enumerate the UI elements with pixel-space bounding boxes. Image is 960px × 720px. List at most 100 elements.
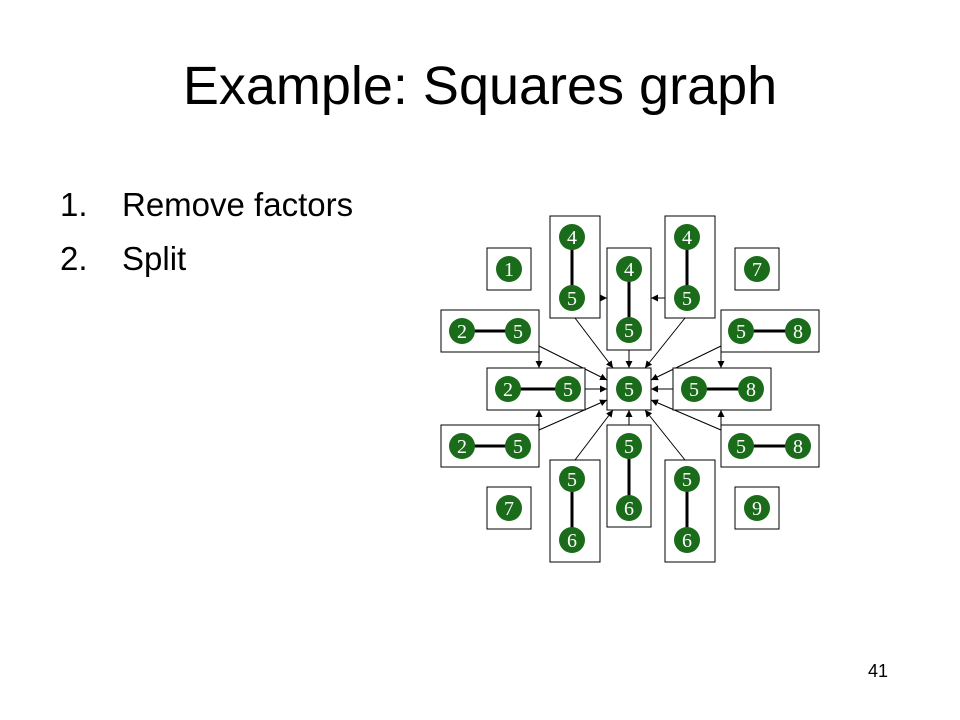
graph-node: 5	[681, 376, 707, 402]
graph-node: 5	[616, 317, 642, 343]
graph-node: 5	[728, 433, 754, 459]
graph-node: 6	[616, 495, 642, 521]
node-circle	[616, 317, 642, 343]
node-label: 5	[567, 288, 577, 310]
node-label: 2	[503, 379, 513, 401]
node-label: 5	[513, 436, 523, 458]
graph-node: 9	[744, 495, 770, 521]
message-arrow	[538, 399, 608, 431]
graph-node: 7	[744, 256, 770, 282]
graph-node: 1	[496, 256, 522, 282]
node-circle	[674, 224, 700, 250]
node-circle	[616, 433, 642, 459]
graph-node: 2	[495, 376, 521, 402]
factor-box-b-top-left: 45	[549, 215, 601, 319]
node-circle	[738, 376, 764, 402]
graph-node: 5	[559, 285, 585, 311]
arrows-layer	[535, 294, 725, 461]
step-number: 1.	[60, 186, 88, 223]
node-label: 5	[624, 436, 634, 458]
node-label: 7	[752, 259, 762, 281]
node-label: 4	[624, 259, 634, 281]
graph-node: 5	[674, 466, 700, 492]
graph-node: 5	[505, 433, 531, 459]
graph-node: 5	[555, 376, 581, 402]
node-circle	[728, 433, 754, 459]
factor-box-b-top-mid: 45	[606, 247, 652, 351]
node-circle	[559, 466, 585, 492]
node-circle	[674, 466, 700, 492]
graph-node: 2	[449, 318, 475, 344]
node-label: 5	[624, 320, 634, 342]
node-label: 2	[457, 436, 467, 458]
factor-box-b-bottom-right: 56	[664, 459, 716, 563]
node-circle	[559, 285, 585, 311]
graph-node: 8	[785, 433, 811, 459]
node-circle	[559, 527, 585, 553]
node-circle	[785, 318, 811, 344]
step-text: Remove factors	[122, 186, 354, 223]
node-label: 8	[793, 436, 803, 458]
factor-box-b7-bottom: 7	[486, 486, 532, 530]
node-circle	[449, 433, 475, 459]
message-arrow	[574, 317, 614, 369]
node-label: 4	[682, 227, 692, 249]
node-label: 4	[567, 227, 577, 249]
node-label: 5	[513, 321, 523, 343]
slide-title: Example: Squares graph	[182, 56, 778, 116]
node-label: 5	[689, 379, 699, 401]
graph-node: 8	[738, 376, 764, 402]
factor-box-b-center: 5	[606, 367, 652, 411]
node-circle	[496, 256, 522, 282]
node-label: 6	[567, 530, 577, 552]
node-label: 5	[736, 436, 746, 458]
node-circle	[616, 256, 642, 282]
node-label: 1	[504, 259, 514, 281]
node-circle	[505, 433, 531, 459]
node-circle	[496, 495, 522, 521]
node-label: 2	[457, 321, 467, 343]
node-circle	[495, 376, 521, 402]
page-number: 41	[868, 661, 889, 681]
node-circle	[616, 376, 642, 402]
message-arrow	[644, 409, 686, 461]
graph-node: 6	[674, 527, 700, 553]
factor-box-b7-top: 7	[734, 247, 780, 291]
node-label: 9	[752, 498, 762, 520]
node-circle	[674, 285, 700, 311]
graph-node: 5	[505, 318, 531, 344]
step-item: 1. Remove factors	[60, 178, 353, 232]
graph-node: 4	[559, 224, 585, 250]
step-item: 2. Split	[60, 232, 353, 286]
node-circle	[785, 433, 811, 459]
graph-node: 5	[616, 433, 642, 459]
factor-box-b-top-right: 45	[664, 215, 716, 319]
node-label: 7	[504, 498, 514, 520]
step-number: 2.	[60, 240, 88, 277]
node-circle	[559, 224, 585, 250]
message-arrow	[538, 345, 608, 381]
graph-node: 2	[449, 433, 475, 459]
graph-node: 6	[559, 527, 585, 553]
node-label: 8	[793, 321, 803, 343]
graph-node: 5	[616, 376, 642, 402]
graph-node: 8	[785, 318, 811, 344]
node-circle	[728, 318, 754, 344]
node-label: 5	[624, 379, 634, 401]
node-circle	[744, 256, 770, 282]
graph-node: 5	[559, 466, 585, 492]
graph-node: 7	[496, 495, 522, 521]
node-label: 5	[567, 469, 577, 491]
factor-box-b-bottom-left: 56	[549, 459, 601, 563]
graph-node: 5	[728, 318, 754, 344]
node-circle	[449, 318, 475, 344]
message-arrow	[644, 317, 686, 369]
message-arrow	[650, 345, 722, 381]
